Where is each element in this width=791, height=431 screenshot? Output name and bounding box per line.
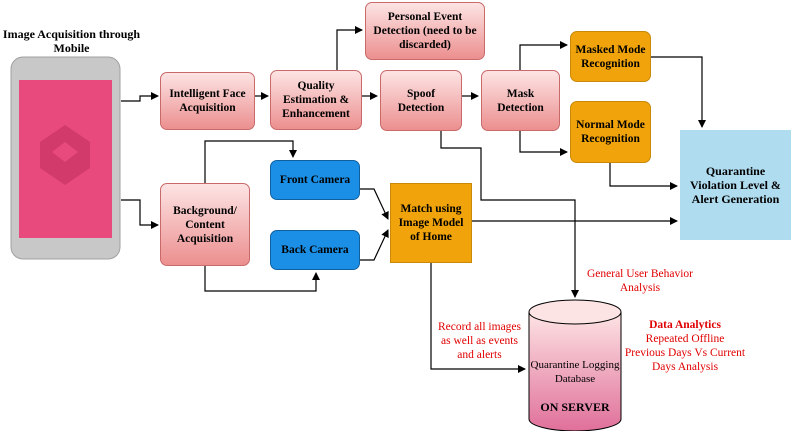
node-normal-recognition: Normal Mode Recognition	[570, 101, 651, 163]
node-event-detection: Personal Event Detection (need to be dis…	[365, 2, 485, 60]
node-match-image-model: Match using Image Model of Home	[390, 183, 472, 263]
arrow-mask-masked	[519, 41, 568, 70]
arrow-phone-background	[121, 199, 159, 229]
node-mask-detection: Mask Detection	[481, 70, 560, 131]
database-server-label: ON SERVER	[540, 400, 610, 414]
node-front-camera: Front Camera	[270, 160, 360, 200]
node-spoof-detection: Spoof Detection	[380, 70, 462, 131]
arrow-spoof-database	[440, 131, 579, 298]
arrow-masked-quarantine	[651, 56, 706, 128]
label-data-analytics-line3: Days Analysis	[651, 361, 719, 373]
database-cylinder	[528, 299, 622, 431]
node-background-acquisition: Background/ Content Acquisition	[160, 183, 250, 266]
node-masked-recognition: Masked Mode Recognition	[570, 31, 651, 82]
node-quarantine-alert: Quarantine Violation Level & Alert Gener…	[680, 130, 791, 240]
arrow-match-database	[430, 263, 526, 373]
label-record-images: Record all images as well as events and …	[437, 321, 522, 361]
label-data-analytics-line2: Previous Days Vs Current	[624, 347, 746, 359]
node-back-camera: Back Camera	[270, 230, 360, 270]
node-face-acquisition: Intelligent Face Acquisition	[160, 72, 255, 130]
database-name: Quarantine Logging Database	[530, 359, 620, 385]
arrow-back-match	[360, 229, 389, 261]
label-data-analytics-line1: Repeated Offline	[645, 333, 725, 345]
node-quality-estimation: Quality Estimation & Enhancement	[270, 70, 362, 130]
phone-icon	[10, 56, 121, 260]
label-data-analytics-title: Data Analytics	[649, 319, 721, 331]
label-general-behavior: General User Behavior Analysis	[586, 268, 693, 294]
arrow-mask-normal	[519, 131, 568, 156]
arrow-background-back	[204, 266, 320, 292]
arrow-phone-face	[121, 92, 159, 102]
arrow-normal-quarantine	[609, 163, 678, 190]
arrow-front-match	[360, 188, 389, 220]
diagram-title: Image Acquisition through Mobile	[2, 27, 141, 55]
arrow-quality-event	[336, 26, 363, 70]
arrow-background-front	[204, 140, 297, 183]
